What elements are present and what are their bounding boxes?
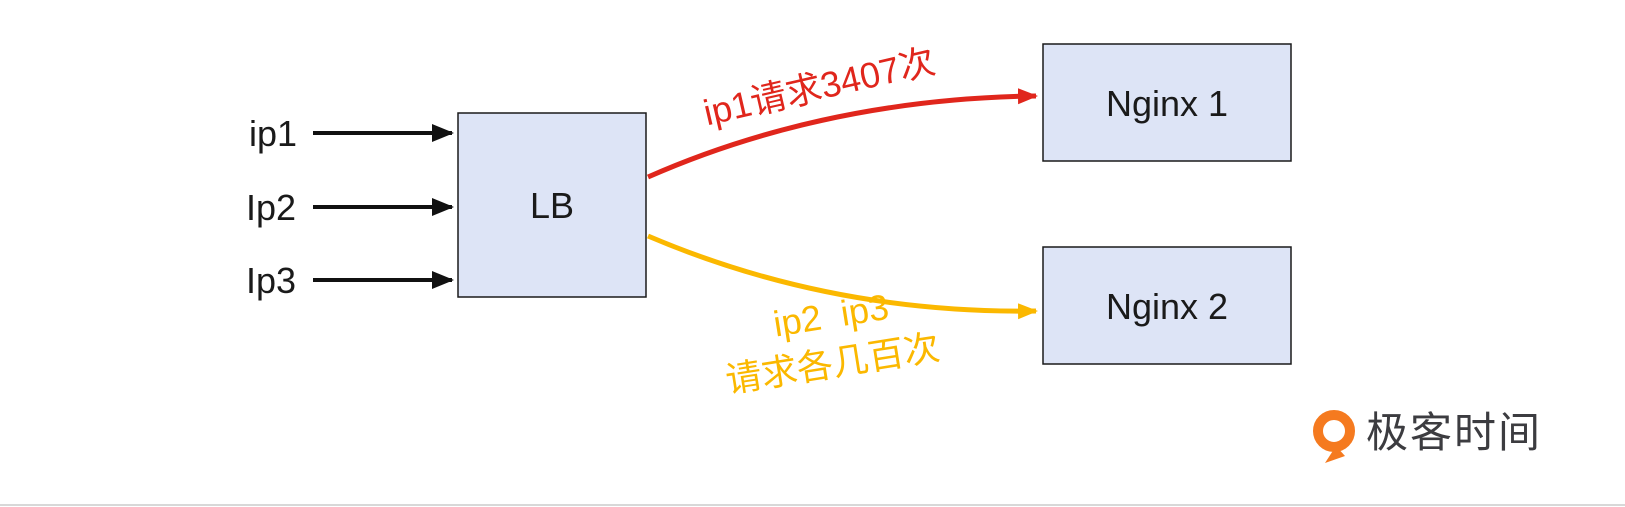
edge-lb-to-nginx2 xyxy=(647,233,1038,320)
nginx1-label: Nginx 1 xyxy=(1106,83,1228,124)
nginx2-node: Nginx 2 xyxy=(1042,246,1292,365)
geektime-logo-tail xyxy=(1325,446,1345,463)
geektime-brand-text: 极客时间 xyxy=(1366,409,1542,456)
bottom-divider xyxy=(0,504,1625,506)
lb-node: LB xyxy=(457,112,647,298)
nginx1-node: Nginx 1 xyxy=(1042,43,1292,162)
input-label-ip3: Ip3 xyxy=(246,260,296,301)
input-label-ip2: Ip2 xyxy=(246,187,296,228)
geektime-logo: 极客时间 xyxy=(1313,409,1542,463)
edge-label-yellow-line2: 请求各几百次 xyxy=(723,326,943,400)
nginx1-box xyxy=(1042,43,1292,162)
nginx2-box xyxy=(1042,246,1292,365)
nginx2-label: Nginx 2 xyxy=(1106,286,1228,327)
lb-box xyxy=(457,112,647,298)
edge-lb-to-nginx1 xyxy=(646,88,1038,180)
lb-label: LB xyxy=(530,185,574,226)
geektime-logo-icon xyxy=(1313,410,1355,452)
input-label-ip1: ip1 xyxy=(249,113,297,154)
edge-label-yellow-group: ip2 ip3 请求各几百次 xyxy=(723,286,943,401)
